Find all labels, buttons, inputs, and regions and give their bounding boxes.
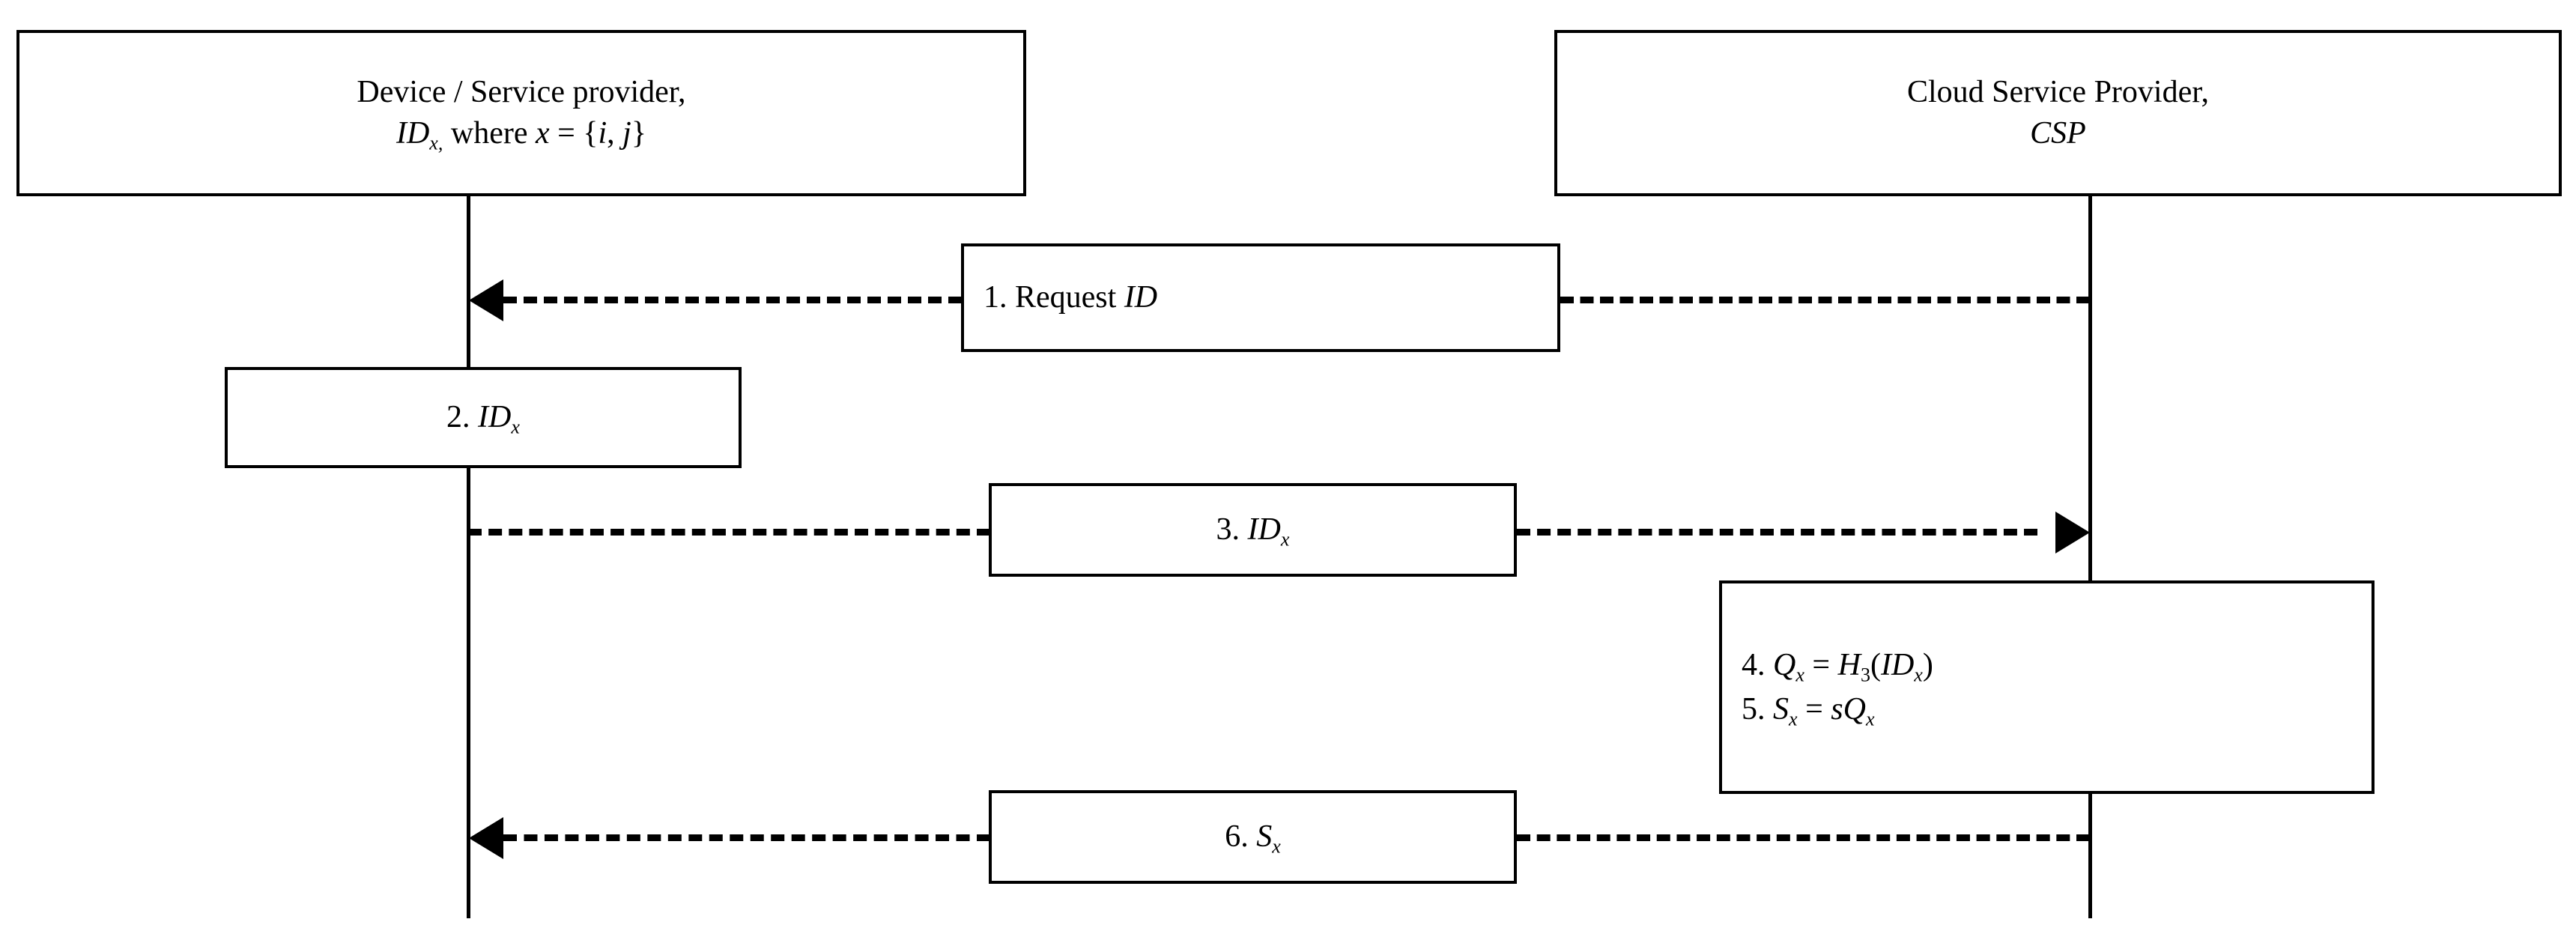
message-6-line-left (503, 834, 990, 841)
message-3-prefix: 3. (1216, 512, 1248, 548)
step-4-hash-index: 3 (1860, 664, 1870, 686)
lifeline-csp (2088, 193, 2092, 918)
actor-box-device: Device / Service provider, IDx, where x … (16, 30, 1026, 196)
actor-csp-line2: CSP (2030, 116, 2086, 151)
device-set-close: } (631, 116, 646, 151)
message-3-id-subscript: x (1280, 528, 1290, 551)
message-3-line-left (468, 529, 990, 536)
lifeline-device (467, 193, 470, 918)
message-1-arrowhead (469, 279, 503, 321)
device-id-symbol: ID (396, 116, 430, 151)
message-3-line-right (1517, 529, 2037, 536)
step-4-equals: = (1804, 647, 1838, 682)
device-set-i: i (598, 116, 607, 151)
message-6-line-right (1517, 834, 2090, 841)
step-5-lhs: S (1773, 691, 1789, 727)
message-1-prefix: 1. Request (984, 280, 1124, 315)
step-4-paren-open: ( (1870, 647, 1881, 682)
message-1-label: 1. Request ID (964, 277, 1168, 318)
step-5-rhs-q: Q (1843, 691, 1866, 727)
step-4-hash-fn: H (1837, 647, 1861, 682)
actor-device-line2: IDx, where x = {i, j} (357, 113, 685, 154)
action-2-id-subscript: x (511, 416, 520, 438)
device-where-text: where (443, 116, 536, 151)
device-x-var: x (535, 116, 550, 151)
message-6-s-symbol: S (1256, 819, 1273, 855)
step-5-rhs-subscript: x (1865, 707, 1875, 730)
device-set-j: j (622, 116, 631, 151)
device-id-subscript: x, (429, 132, 443, 154)
message-1-line (503, 297, 962, 303)
message-3-arrowhead (2055, 512, 2090, 554)
actor-csp-line1: Cloud Service Provider, (1906, 75, 2210, 110)
local-action-2-label: 2. IDx (436, 397, 530, 438)
step-4-lhs: Q (1773, 647, 1796, 682)
step-4-number: 4. (1742, 647, 1773, 682)
message-3-label: 3. IDx (1206, 509, 1300, 551)
process-box-csp-keygen: 4. Qx = H3(IDx) 5. Sx = sQx (1719, 580, 2375, 794)
device-set-comma: , (607, 116, 623, 151)
message-1-line-right (1560, 297, 2090, 303)
step-5-number: 5. (1742, 691, 1773, 727)
message-6-s-subscript: x (1272, 835, 1281, 858)
step-4-arg-subscript: x (1914, 664, 1923, 686)
step-4-arg: ID (1880, 647, 1915, 682)
message-6-arrowhead (469, 817, 503, 859)
message-3-id-symbol: ID (1247, 512, 1281, 548)
message-6-label: 6. Sx (1214, 816, 1291, 858)
device-eq-open: = { (549, 116, 598, 151)
step-4-paren-close: ) (1922, 647, 1933, 682)
step-5-equals: = (1797, 691, 1831, 727)
message-box-1: 1. Request ID (961, 243, 1560, 352)
message-1-id-symbol: ID (1124, 280, 1158, 315)
step-4-lhs-subscript: x (1795, 664, 1804, 686)
process-line-4: 4. Qx = H3(IDx) (1742, 645, 1933, 686)
actor-csp-label: Cloud Service Provider, CSP (1897, 72, 2219, 154)
action-2-prefix: 2. (446, 400, 479, 435)
actor-device-line1: Device / Service provider, (357, 75, 686, 110)
process-box-content: 4. Qx = H3(IDx) 5. Sx = sQx (1722, 642, 1944, 733)
process-line-5: 5. Sx = sQx (1742, 689, 1933, 730)
actor-box-csp: Cloud Service Provider, CSP (1554, 30, 2562, 196)
message-6-prefix: 6. (1225, 819, 1257, 855)
step-5-lhs-subscript: x (1789, 707, 1798, 730)
message-box-3: 3. IDx (989, 483, 1517, 577)
action-2-id-symbol: ID (478, 400, 512, 435)
actor-device-label: Device / Service provider, IDx, where x … (346, 72, 696, 154)
step-5-master-secret: s (1831, 691, 1843, 727)
message-box-6: 6. Sx (989, 790, 1517, 884)
local-action-box-2: 2. IDx (225, 367, 742, 468)
